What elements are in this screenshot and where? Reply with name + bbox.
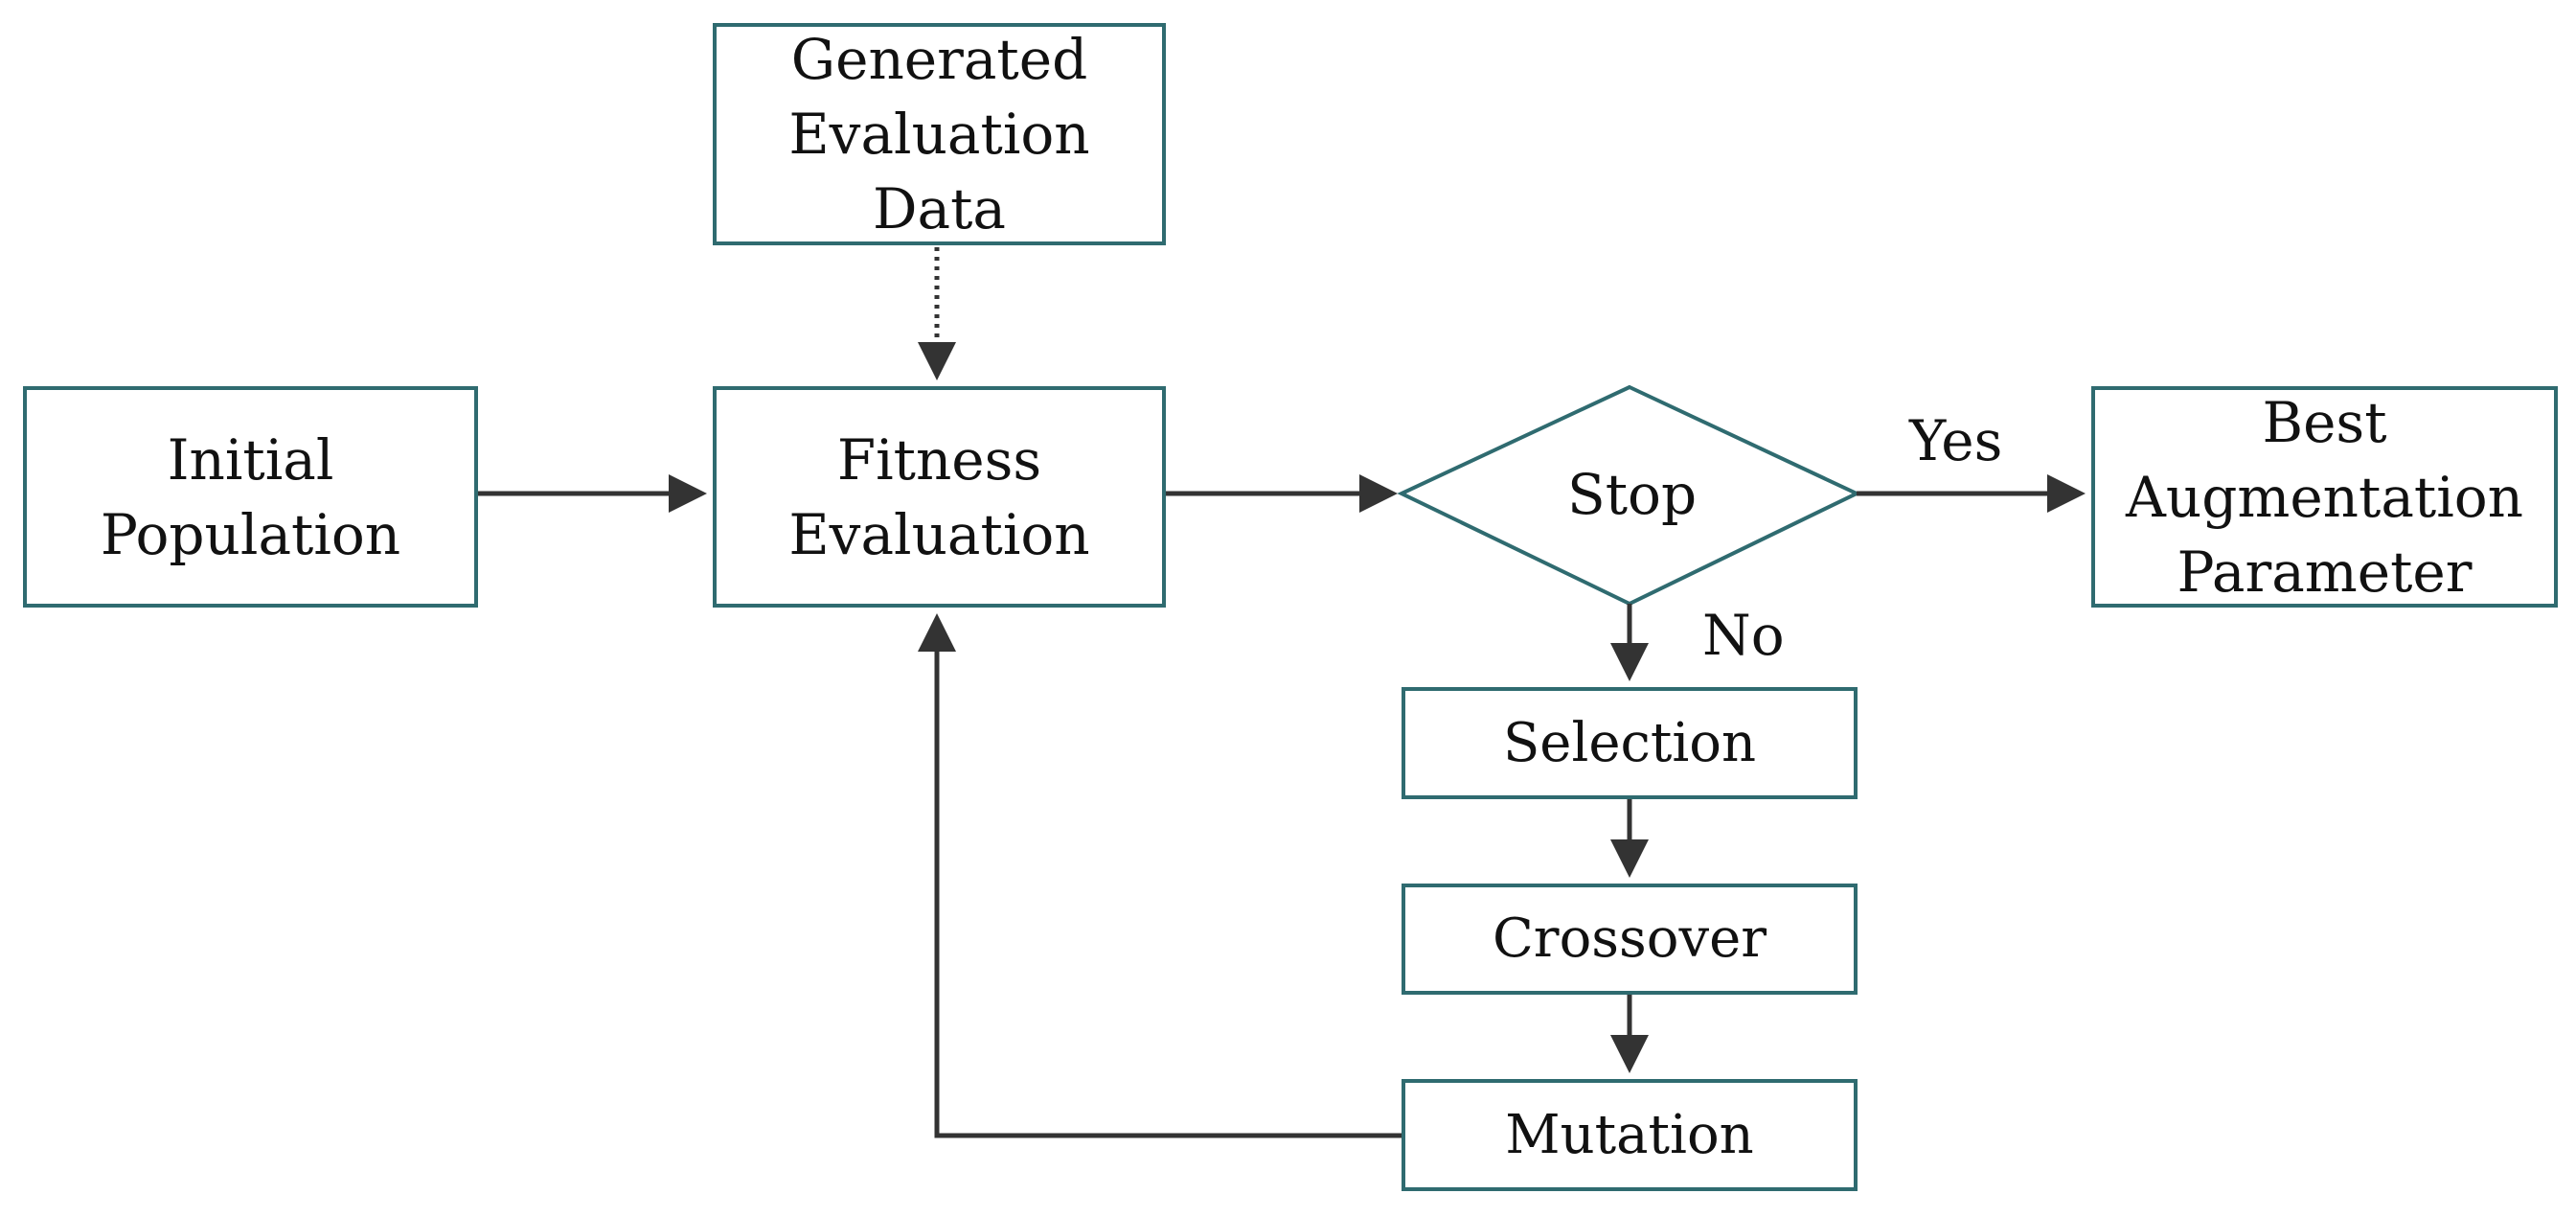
initial-population-line-2: Population <box>100 501 401 567</box>
fitness-evaluation-line-2: Evaluation <box>788 501 1090 567</box>
arrow-mutation-to-fitness <box>918 613 1402 1138</box>
fitness-evaluation-line-1: Fitness <box>836 426 1042 493</box>
crossover-node: Crossover <box>1402 884 1858 995</box>
best-augmentation-parameter-node: Best Augmentation Parameter <box>2091 386 2558 608</box>
initial-population-line-1: Initial <box>167 426 334 493</box>
no-edge-label: No <box>1702 603 1785 668</box>
generated-evaluation-data-line-1: Generated <box>790 27 1088 92</box>
best-augmentation-parameter-line-1: Best <box>2262 389 2387 455</box>
selection-label: Selection <box>1502 711 1757 774</box>
stop-decision-label: Stop <box>1567 462 1698 527</box>
best-augmentation-parameter-line-3: Parameter <box>2177 539 2473 605</box>
crossover-label: Crossover <box>1492 907 1767 970</box>
mutation-label: Mutation <box>1505 1103 1754 1166</box>
fitness-evaluation-node: Fitness Evaluation <box>713 386 1166 608</box>
mutation-node: Mutation <box>1402 1079 1858 1191</box>
generated-evaluation-data-node: Generated Evaluation Data <box>713 23 1166 245</box>
generated-evaluation-data-line-2: Evaluation <box>788 102 1090 167</box>
selection-node: Selection <box>1402 687 1858 799</box>
generated-evaluation-data-line-3: Data <box>873 176 1006 241</box>
initial-population-node: Initial Population <box>23 386 478 608</box>
best-augmentation-parameter-line-2: Augmentation <box>2125 464 2524 530</box>
yes-edge-label: Yes <box>1909 408 2003 473</box>
